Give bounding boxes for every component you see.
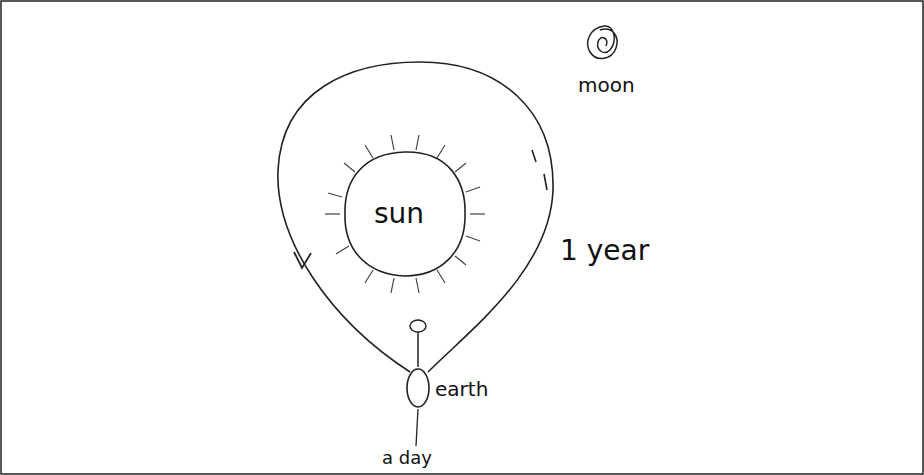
orbit-path [278, 62, 553, 372]
earth-node: earth [405, 366, 495, 410]
earth-label: earth [435, 378, 488, 400]
moon-node: moon [578, 20, 640, 112]
sun-label: sun [374, 199, 424, 230]
sun-node: sun [342, 150, 468, 278]
direction-arrow [294, 252, 311, 268]
moon-label: moon [578, 74, 635, 96]
sun-rays [325, 135, 485, 293]
period-label: a day [382, 448, 432, 468]
moon-outline [578, 20, 640, 112]
leader-line [416, 409, 418, 446]
tick-marks [532, 150, 547, 190]
period-label: 1 year [560, 236, 649, 267]
rotation-stem [417, 332, 419, 367]
rotation-loop [410, 320, 426, 332]
